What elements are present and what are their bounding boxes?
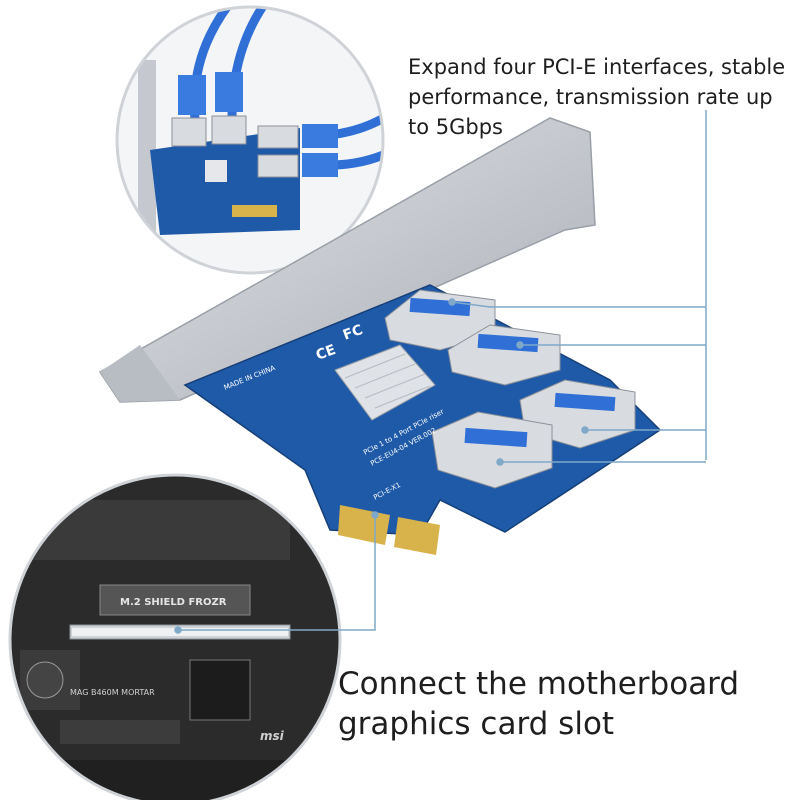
- feature-caption-line: Expand four PCI-E interfaces, stable: [408, 55, 786, 79]
- motherboard-brand-label: msi: [260, 729, 285, 743]
- usb-port-4: [431, 411, 553, 489]
- feature-caption-line: performance, transmission rate up: [408, 85, 773, 109]
- feature-caption-ports: Expand four PCI-E interfaces, stable per…: [408, 52, 788, 142]
- top-inset-ring: [115, 5, 385, 275]
- riser-card-pcb: FC CE MADE IN CHINA PCIe 1 to 4 Port PCI…: [183, 284, 662, 555]
- top-inset-photo: [117, 7, 383, 273]
- fcc-mark: FC: [341, 322, 365, 344]
- ce-mark: CE: [314, 342, 338, 364]
- feature-caption-slot: Connect the motherboard graphics card sl…: [338, 664, 788, 744]
- motherboard-shield-label: M.2 SHIELD FROZR: [120, 597, 227, 608]
- heatsink: [334, 344, 436, 421]
- motherboard-inset-ring: [8, 473, 342, 800]
- feature-caption-line: to 5Gbps: [408, 115, 503, 139]
- feature-caption-line: Connect the motherboard: [338, 666, 740, 702]
- callout-line-slot: [174, 511, 379, 634]
- callout-lines-ports: [448, 110, 707, 466]
- motherboard-model-label: MAG B460M MORTAR: [70, 688, 155, 697]
- usb-port-2: [447, 324, 561, 386]
- feature-caption-line: graphics card slot: [338, 706, 615, 742]
